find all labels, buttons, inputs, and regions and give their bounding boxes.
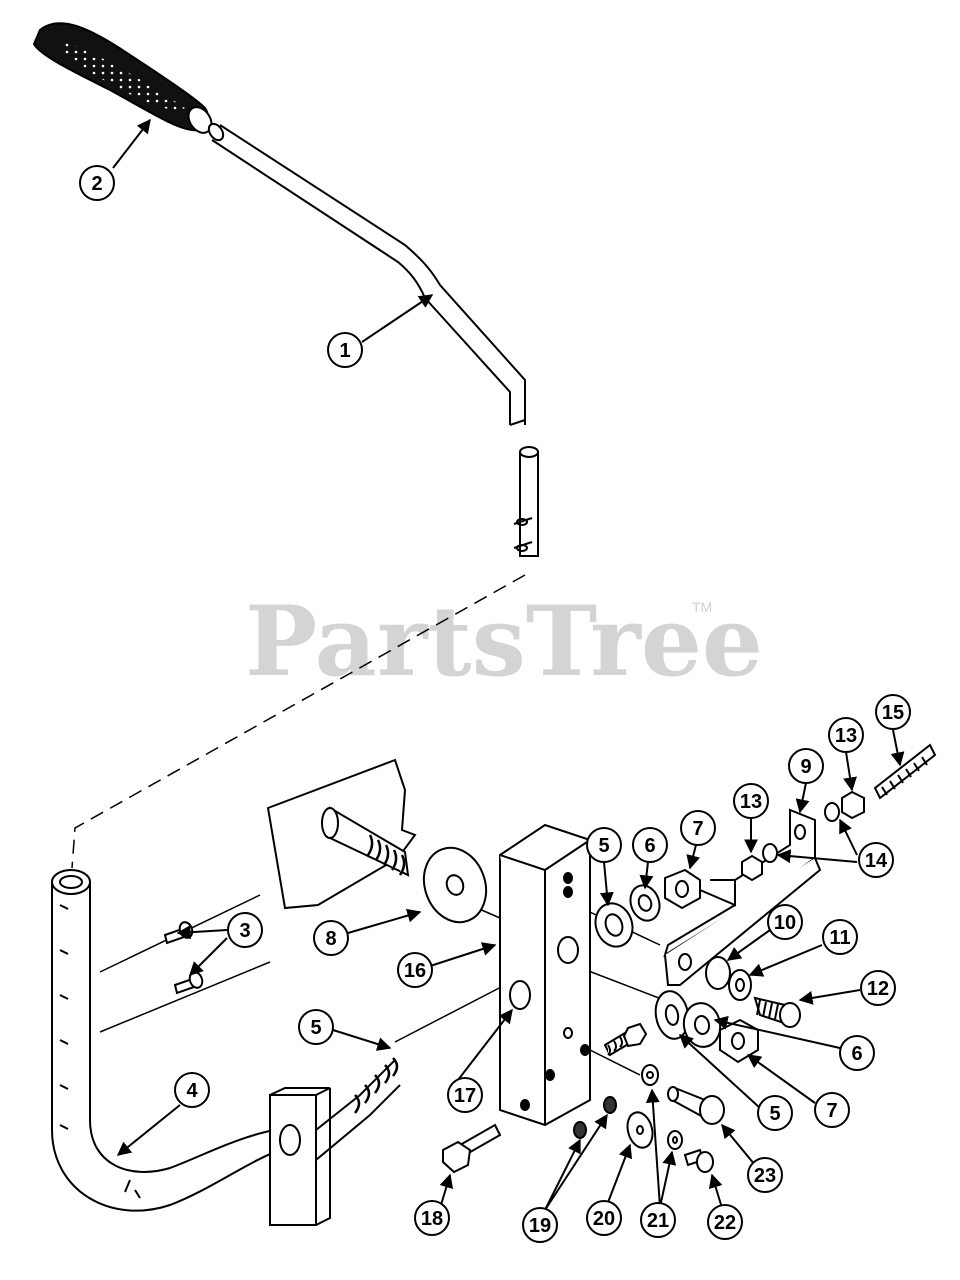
- callout-7-upper: 7: [680, 810, 716, 846]
- callout-4: 4: [174, 1072, 210, 1108]
- callout-22: 22: [707, 1204, 743, 1240]
- callout-label: 2: [91, 173, 102, 195]
- callout-16: 16: [397, 952, 433, 988]
- part-grip: [32, 22, 213, 134]
- callout-label: 15: [882, 702, 904, 724]
- part-block: [499, 823, 591, 1127]
- watermark-trademark: TM: [692, 599, 712, 615]
- callout-5-left: 5: [298, 1009, 334, 1045]
- callout-label: 17: [454, 1085, 476, 1107]
- callout-label: 22: [714, 1212, 736, 1234]
- callout-21: 21: [640, 1202, 676, 1238]
- callout-9: 9: [788, 748, 824, 784]
- callout-label: 10: [774, 912, 796, 934]
- callout-label: 6: [851, 1043, 862, 1065]
- callout-12: 12: [860, 970, 896, 1006]
- part-lever-rod: [207, 122, 539, 557]
- callout-label: 9: [800, 756, 811, 778]
- leader-arrows: [112, 118, 905, 1211]
- callout-13-upper: 13: [828, 717, 864, 753]
- callout-7-lower: 7: [814, 1092, 850, 1128]
- callout-label: 6: [644, 835, 655, 857]
- part-small-fasteners: [442, 1022, 725, 1174]
- part-frame-section: [266, 758, 488, 924]
- callout-label: 7: [692, 818, 703, 840]
- callout-label: 18: [421, 1208, 443, 1230]
- callout-label: 8: [325, 928, 336, 950]
- callout-5-upper: 5: [586, 827, 622, 863]
- callout-label: 11: [829, 927, 850, 949]
- callout-label: 21: [647, 1210, 669, 1232]
- callout-18: 18: [414, 1200, 450, 1236]
- callout-14: 14: [858, 842, 894, 878]
- callout-label: 20: [593, 1208, 615, 1230]
- callout-5-lower: 5: [757, 1095, 793, 1131]
- callout-10: 10: [767, 904, 803, 940]
- callout-20: 20: [586, 1200, 622, 1236]
- callout-3: 3: [227, 912, 263, 948]
- callout-6-lower: 6: [839, 1035, 875, 1071]
- callout-13-lower: 13: [733, 783, 769, 819]
- watermark-text: PartsTree: [245, 585, 763, 698]
- callout-23: 23: [747, 1157, 783, 1193]
- callout-label: 4: [186, 1080, 198, 1102]
- callout-15: 15: [875, 694, 911, 730]
- callout-8: 8: [313, 920, 349, 956]
- watermark: PartsTree TM: [245, 585, 763, 698]
- callout-2: 2: [79, 165, 115, 201]
- callout-label: 13: [835, 725, 857, 747]
- part-right-linkage: [594, 743, 937, 1064]
- callout-label: 7: [826, 1100, 837, 1122]
- part-frame-tube: [51, 869, 401, 1226]
- callout-label: 12: [867, 978, 889, 1000]
- callout-label: 5: [769, 1103, 780, 1125]
- callout-19: 19: [522, 1207, 558, 1243]
- callout-label: 3: [239, 920, 250, 942]
- callout-label: 13: [740, 791, 762, 813]
- callout-11: 11: [822, 919, 858, 955]
- callout-label: 5: [598, 835, 609, 857]
- callout-label: 23: [754, 1165, 776, 1187]
- callout-6-upper: 6: [632, 827, 668, 863]
- callout-17: 17: [447, 1077, 483, 1113]
- callouts: 1 2 3 4 5 5 5 6 6 7 7 8 9 10 11 12 13 13…: [79, 165, 911, 1243]
- callout-1: 1: [327, 332, 363, 368]
- callout-label: 19: [529, 1215, 551, 1237]
- callout-label: 16: [404, 960, 426, 982]
- callout-label: 1: [339, 340, 350, 362]
- callout-label: 5: [310, 1017, 321, 1039]
- callout-label: 14: [865, 850, 888, 872]
